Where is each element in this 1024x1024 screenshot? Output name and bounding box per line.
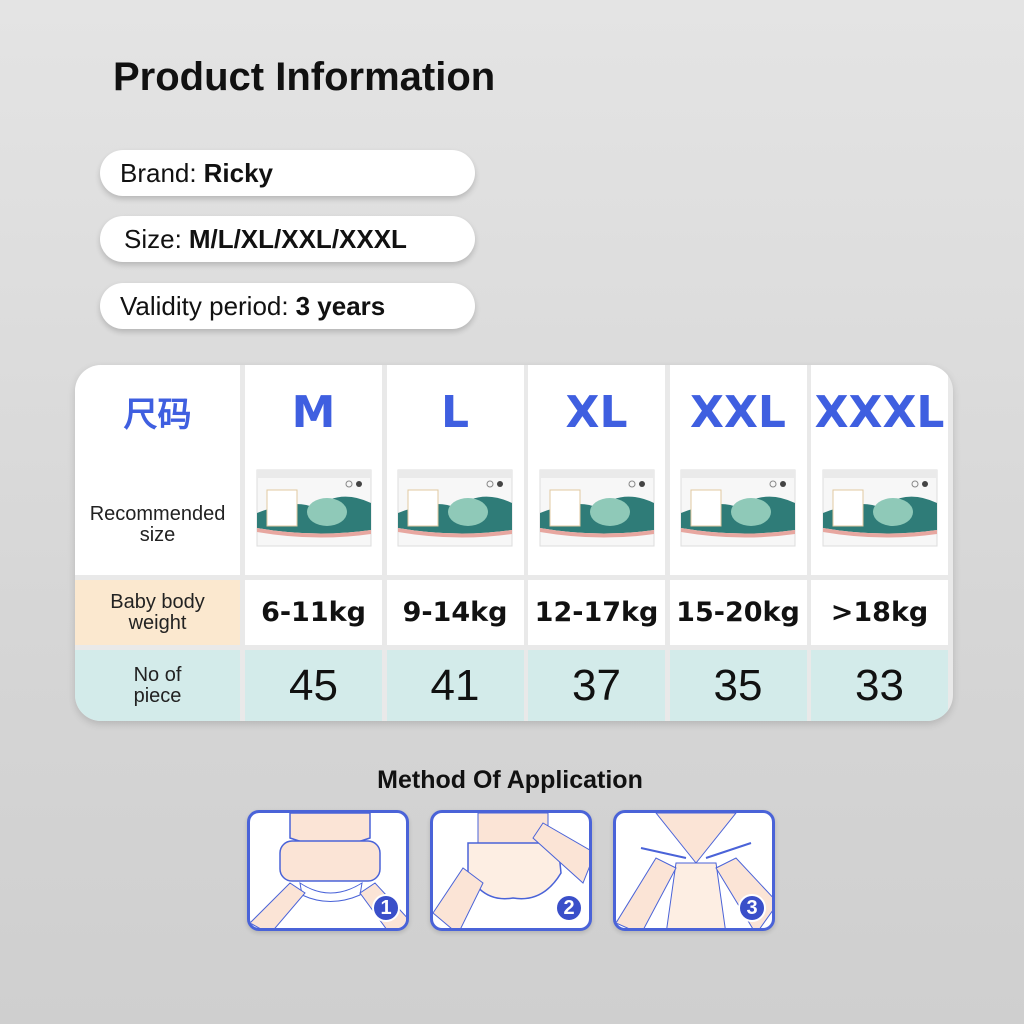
validity-pill: Validity period:3 years <box>100 283 475 329</box>
weight-cell: 6-11kg <box>245 580 382 645</box>
step-3-illustration: 3 <box>613 810 775 931</box>
weight-cell: 9-14kg <box>386 580 524 645</box>
recommended-label: Recommended size <box>89 503 226 546</box>
step-number: 3 <box>738 894 766 922</box>
method-title: Method Of Application <box>377 766 643 794</box>
page-title: Product Information <box>113 55 496 99</box>
product-box-image <box>821 468 939 553</box>
pieces-cell: 33 <box>811 650 948 721</box>
size-header: 尺码 <box>123 395 192 435</box>
size-name: XXL <box>690 387 786 438</box>
size-label: Size: <box>124 223 182 254</box>
pieces-cell: 35 <box>669 650 807 721</box>
size-table: 尺码 Recommended size Baby body weight No … <box>75 365 953 721</box>
step-1-illustration: 1 <box>247 810 409 931</box>
put-on-diaper-icon <box>250 813 406 928</box>
size-pill: Size:M/L/XL/XXL/XXXL <box>100 216 475 262</box>
validity-value: 3 years <box>295 290 386 321</box>
step-number: 1 <box>372 894 400 922</box>
size-name: XL <box>565 387 628 438</box>
step-number: 2 <box>555 894 583 922</box>
pieces-cell: 41 <box>386 650 524 721</box>
pieces-cell: 37 <box>528 650 665 721</box>
pieces-label: No of piece <box>75 650 240 721</box>
brand-value: Ricky <box>203 157 273 188</box>
pieces-cell: 45 <box>245 650 382 721</box>
product-box-image <box>255 468 373 553</box>
brand-pill: Brand:Ricky <box>100 150 475 196</box>
size-name: L <box>440 387 470 438</box>
size-name: M <box>291 387 336 438</box>
product-box-image <box>396 468 514 553</box>
size-column-header: XXXL <box>811 365 948 575</box>
product-box-image <box>679 468 797 553</box>
weight-label: Baby body weight <box>75 580 240 645</box>
size-column-header: XL <box>528 365 665 575</box>
weight-cell: >18kg <box>811 580 948 645</box>
size-name: XXXL <box>814 387 945 438</box>
validity-label: Validity period: <box>120 290 289 321</box>
size-column-header: L <box>386 365 524 575</box>
size-value: M/L/XL/XXL/XXXL <box>188 223 407 254</box>
product-box-image <box>538 468 656 553</box>
size-column-header: XXL <box>669 365 807 575</box>
header-label-cell: 尺码 Recommended size <box>75 365 240 575</box>
brand-label: Brand: <box>120 157 197 188</box>
pull-up-diaper-icon <box>433 813 589 928</box>
step-2-illustration: 2 <box>430 810 592 931</box>
weight-cell: 12-17kg <box>528 580 665 645</box>
size-column-header: M <box>245 365 382 575</box>
weight-cell: 15-20kg <box>669 580 807 645</box>
remove-diaper-icon <box>616 813 772 928</box>
